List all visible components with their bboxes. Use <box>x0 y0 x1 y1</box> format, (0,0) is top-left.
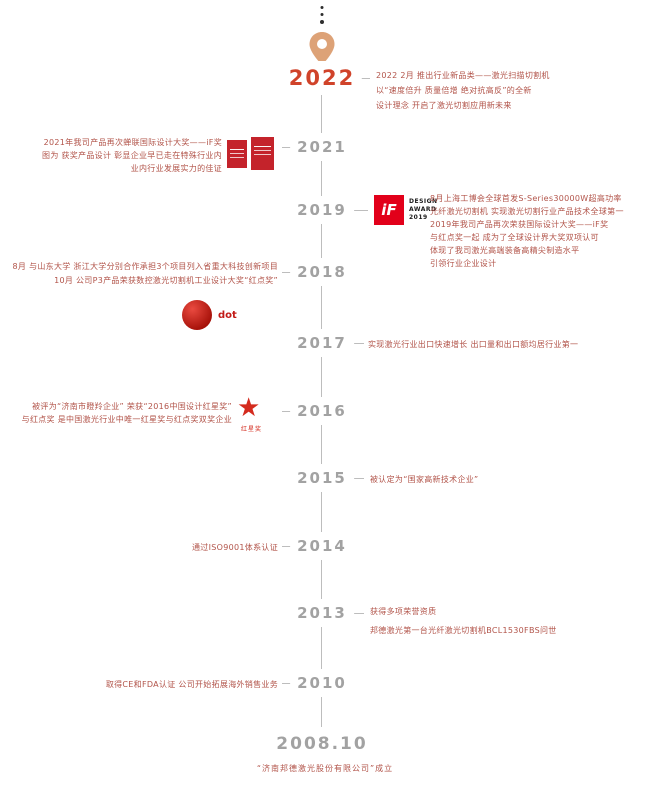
connector-line <box>346 210 368 211</box>
if-design-award-caption: DESIGN AWARD 2019 <box>409 198 438 222</box>
event-text-line: 被评为“济南市瞪羚企业” 荣获“2016中国设计红星奖” <box>32 402 232 411</box>
year-2017: 2017 <box>290 329 354 357</box>
founding-caption: “济南邦德激光股份有限公司”成立 <box>256 764 394 773</box>
ellipsis-dot-icon <box>320 13 324 16</box>
event-text-line: 引领行业企业设计 <box>430 259 497 268</box>
year-2013: 2013 <box>290 599 354 627</box>
connector-line <box>346 478 364 479</box>
if-design-award-logo: iF <box>374 195 404 225</box>
event-text-line: 获得多项荣誉资质 <box>370 607 437 616</box>
reddot-award-logo <box>182 300 212 330</box>
event-text-line: 2022 2月 推出行业新品类——激光扫描切割机 <box>376 71 550 80</box>
event-2016-text: 被评为“济南市瞪羚企业” 荣获“2016中国设计红星奖” 与红点奖 是中国激光行… <box>22 400 232 426</box>
event-text-line: 与红点奖一起 成为了全球设计界大奖双项认可 <box>430 233 599 242</box>
event-text-line: 被认定为“国家高新技术企业” <box>370 475 479 484</box>
connector-line <box>346 343 364 344</box>
ellipsis-dot-icon <box>320 6 324 9</box>
year-2015: 2015 <box>290 464 354 492</box>
event-text-line: 邦德激光第一台光纤激光切割机BCL1530FBS问世 <box>370 626 557 635</box>
event-text-line: 光纤激光切割机 实现激光切割行业产品技术全球第一 <box>430 207 624 216</box>
event-text-line: 10月 公司P3产品荣获数控激光切割机工业设计大奖“红点奖” <box>54 276 278 285</box>
if-caption-line: AWARD <box>409 206 437 213</box>
ellipsis-dot-icon <box>320 20 324 24</box>
event-2017-text: 实现激光行业出口快速增长 出口量和出口额均居行业第一 <box>368 338 578 351</box>
year-2010: 2010 <box>290 669 354 697</box>
year-2008-10: 2008.10 <box>269 729 375 759</box>
event-2014-text: 通过ISO9001体系认证 <box>192 541 278 554</box>
year-2021: 2021 <box>290 133 354 161</box>
event-2022-text: 2022 2月 推出行业新品类——激光扫描切割机 以“速度倍升 质量倍增 绝对抗… <box>376 68 550 113</box>
year-2022: 2022 <box>281 61 363 95</box>
event-text-line: 2019年我司产品再次荣获国际设计大奖——iF奖 <box>430 220 609 229</box>
event-text-line: 图为 获奖产品设计 彰显企业早已走在特殊行业内 <box>42 151 222 160</box>
event-text-line: 设计理念 开启了激光切割应用新未来 <box>376 101 512 110</box>
event-2019-text: 8月上海工博会全球首发S-Series30000W超高功率 光纤激光切割机 实现… <box>430 192 624 270</box>
event-text-line: 8月 与山东大学 浙江大学分别合作承担3个项目列入省重大科技创新项目 <box>12 262 278 271</box>
event-text-line: 8月上海工博会全球首发S-Series30000W超高功率 <box>430 194 622 203</box>
certificate-image-1 <box>227 140 247 168</box>
if-caption-line: DESIGN <box>409 198 438 205</box>
year-2014: 2014 <box>290 532 354 560</box>
event-text-line: 业内行业发展实力的佳证 <box>130 164 222 173</box>
event-text-line: 体现了我司激光高端装备高精尖制造水平 <box>430 246 580 255</box>
year-2019: 2019 <box>290 196 354 224</box>
redstar-award-label: 红星奖 <box>241 426 263 433</box>
reddot-award-label: dot <box>218 310 237 321</box>
event-text-line: 实现激光行业出口快速增长 出口量和出口额均居行业第一 <box>368 340 579 349</box>
event-2013-text: 获得多项荣誉资质 邦德激光第一台光纤激光切割机BCL1530FBS问世 <box>370 602 557 640</box>
certificate-image-2 <box>249 137 274 170</box>
year-2016: 2016 <box>290 397 354 425</box>
redstar-award-logo: ★ <box>237 393 261 423</box>
event-text-line: 通过ISO9001体系认证 <box>192 543 278 552</box>
event-text-line: 与红点奖 是中国激光行业中唯一红星奖与红点奖双奖企业 <box>21 415 232 424</box>
event-2021-text: 2021年我司产品再次蝉联国际设计大奖——iF奖 图为 获奖产品设计 彰显企业早… <box>42 136 222 175</box>
event-text-line: 取得CE和FDA认证 公司开始拓展海外销售业务 <box>105 680 278 689</box>
year-2018: 2018 <box>290 258 354 286</box>
connector-line <box>346 613 364 614</box>
event-text-line: 以“速度倍升 质量倍增 绝对抗高反”的全新 <box>376 86 532 95</box>
event-2010-text: 取得CE和FDA认证 公司开始拓展海外销售业务 <box>106 678 278 691</box>
event-2015-text: 被认定为“国家高新技术企业” <box>370 473 479 486</box>
location-pin-icon <box>307 31 337 67</box>
event-2018-text: 8月 与山东大学 浙江大学分别合作承担3个项目列入省重大科技创新项目 10月 公… <box>13 260 278 288</box>
event-text-line: 2021年我司产品再次蝉联国际设计大奖——iF奖 <box>43 138 222 147</box>
if-caption-line: 2019 <box>409 214 428 221</box>
